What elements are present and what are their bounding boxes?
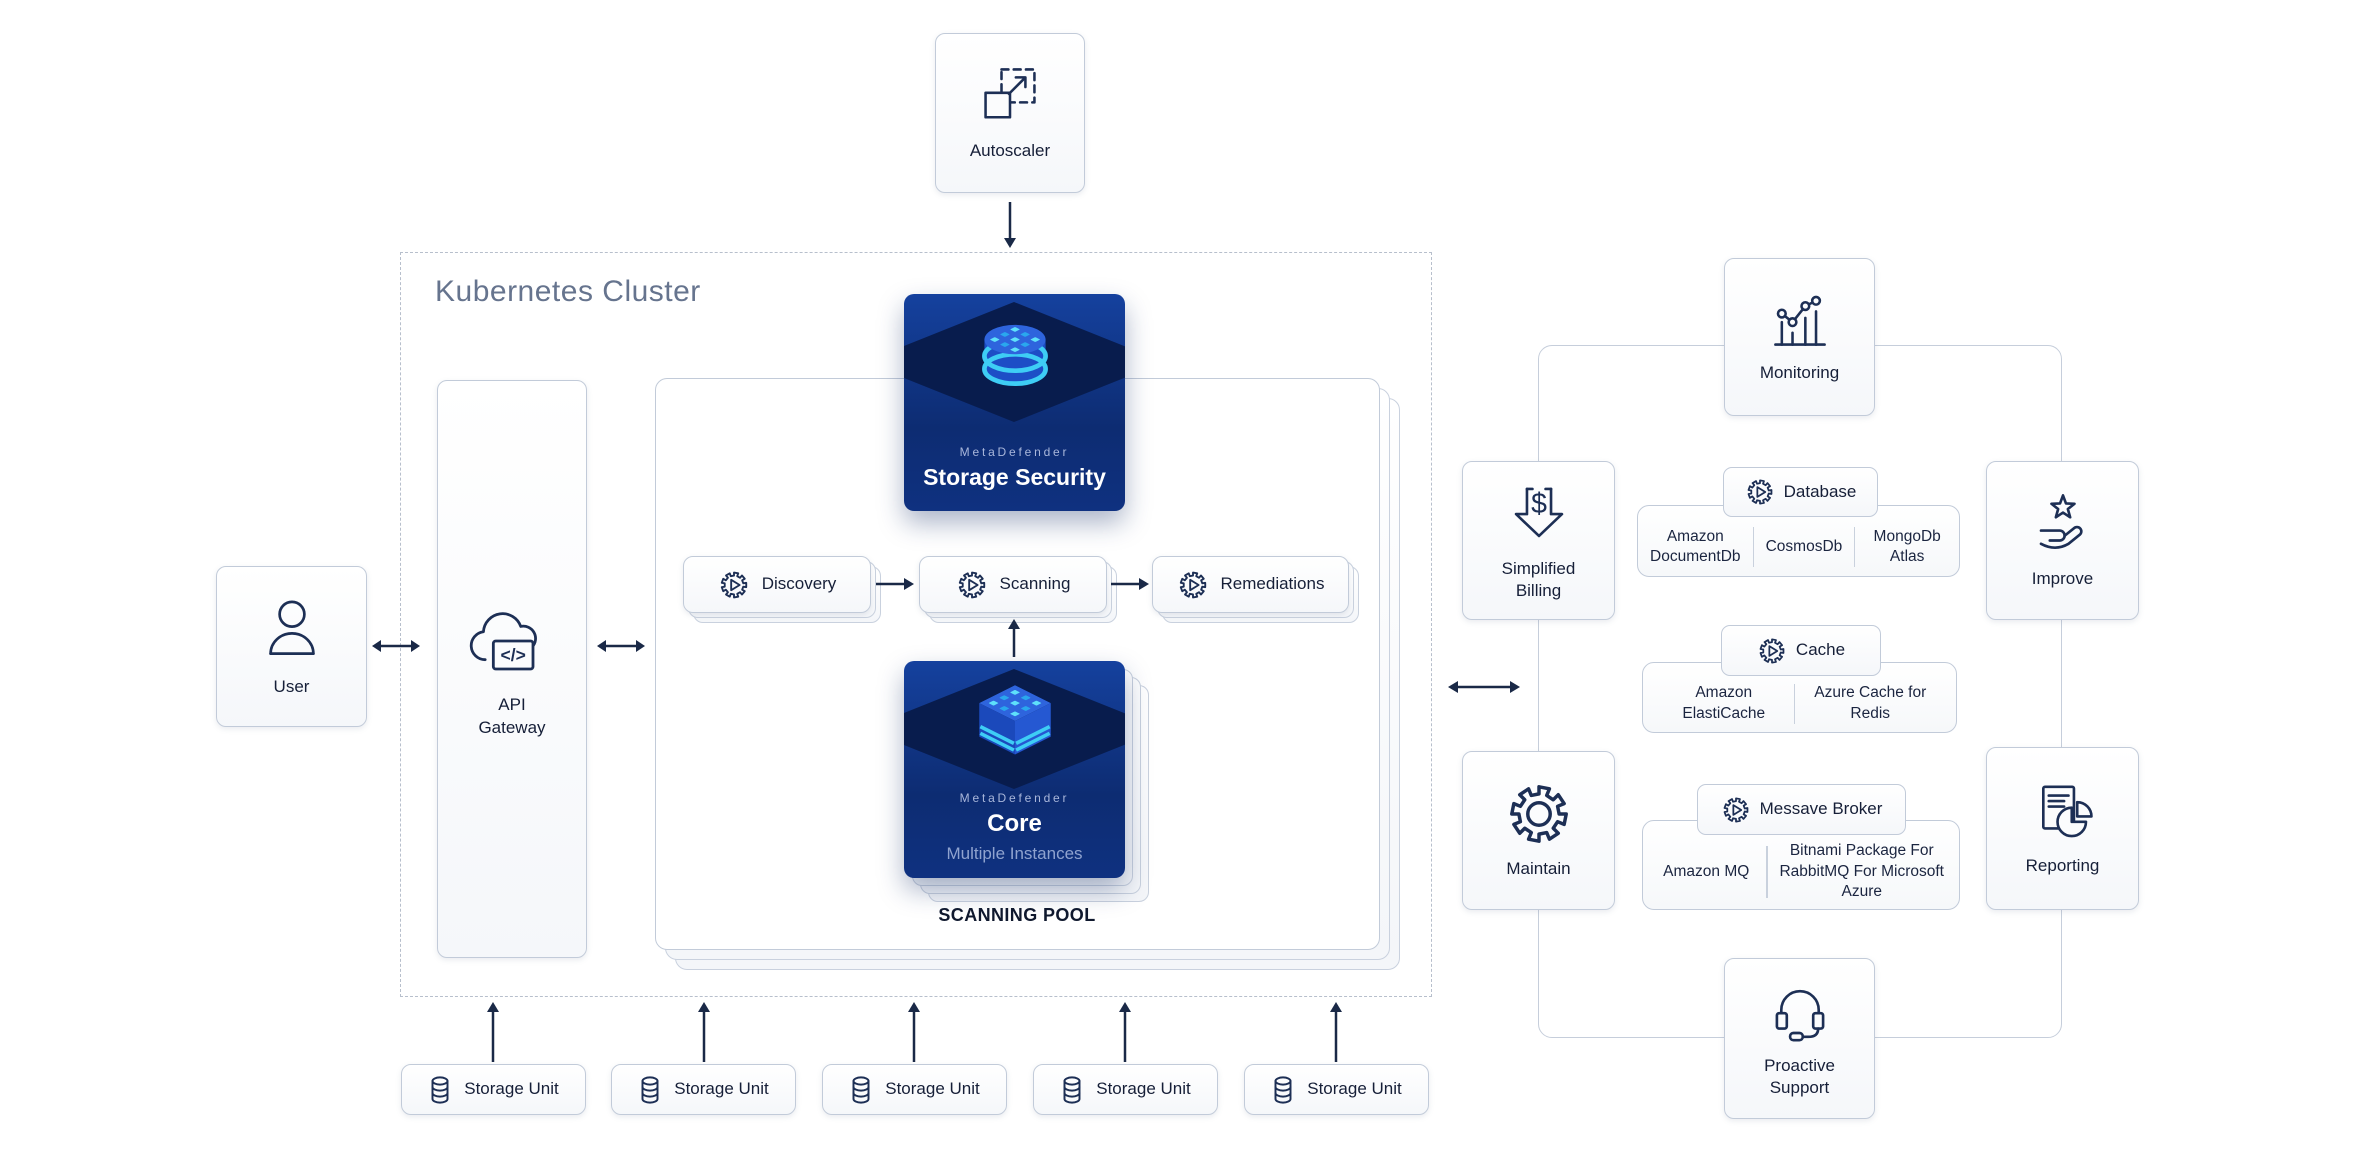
arrow-storage-5	[1330, 1002, 1342, 1062]
code-glyph: </>	[501, 645, 526, 665]
autoscaler-node: Autoscaler	[935, 33, 1085, 193]
database-icon	[641, 1075, 659, 1104]
gear-play-icon	[720, 571, 747, 598]
reporting-node: Reporting	[1986, 747, 2139, 910]
gear-play-icon	[1179, 571, 1206, 598]
arrow-storage-1	[487, 1002, 499, 1062]
option-amazon-mq: Amazon MQ	[1663, 862, 1750, 880]
user-icon	[268, 600, 315, 655]
core-node: MetaDefender Core Multiple Instances	[904, 661, 1125, 878]
arrow-storage-2	[698, 1002, 710, 1062]
database-icon	[852, 1075, 870, 1104]
autoscaler-label: Autoscaler	[969, 141, 1051, 161]
simplified-billing-node: $ Simplified Billing	[1462, 461, 1615, 620]
monitoring-node: Monitoring	[1724, 258, 1875, 416]
cube-stack-icon	[978, 685, 1051, 755]
core-brand: MetaDefender	[959, 791, 1070, 805]
api-gateway-node: </> API Gateway	[437, 380, 587, 958]
chart-monitoring-icon	[1773, 296, 1826, 347]
database-tab: Database	[1723, 467, 1878, 517]
storage-unit-label: Storage Unit	[674, 1079, 769, 1099]
storage-security-brand: MetaDefender	[959, 445, 1070, 459]
hand-star-icon	[2039, 494, 2083, 549]
gear-icon	[1509, 784, 1568, 843]
monitoring-label: Monitoring	[1759, 363, 1840, 383]
storage-security-product: Storage Security	[923, 464, 1106, 490]
storage-unit-node: Storage Unit	[1033, 1064, 1218, 1115]
option-azure-cache-redis: Azure Cache for Redis	[1814, 684, 1927, 722]
arrow-scanning-remediations	[1111, 578, 1149, 590]
option-cosmosdb: CosmosDb	[1765, 537, 1843, 555]
option-bitnami-rabbitmq: Bitnami Package For RabbitMQ For Microso…	[1779, 842, 1944, 901]
headset-icon	[1775, 989, 1824, 1042]
core-product: Core	[987, 810, 1042, 837]
option-amazon-documentdb: Amazon DocumentDb	[1650, 527, 1741, 565]
pipeline-scanning-label: Scanning	[999, 574, 1071, 594]
autoscaler-icon	[984, 68, 1036, 119]
gear-play-icon	[1747, 479, 1772, 505]
storage-unit-label: Storage Unit	[464, 1079, 559, 1099]
storage-unit-node: Storage Unit	[1244, 1064, 1429, 1115]
arrow-storage-3	[908, 1002, 920, 1062]
cube-top-tiles	[988, 690, 1041, 717]
arrow-gateway-pool	[597, 640, 645, 652]
database-icon	[1274, 1075, 1292, 1104]
storage-unit-label: Storage Unit	[1307, 1079, 1402, 1099]
option-mongodb-atlas: MongoDb Atlas	[1873, 527, 1941, 565]
report-pie-icon	[2041, 785, 2093, 838]
database-icon	[431, 1075, 449, 1104]
cache-tab: Cache	[1721, 625, 1881, 676]
database-options: Amazon DocumentDb CosmosDb MongoDb Atlas	[1637, 505, 1960, 577]
api-gateway-label: API Gateway	[478, 695, 546, 737]
pipeline-remediations-node: Remediations	[1152, 556, 1349, 613]
improve-label: Improve	[2031, 568, 2094, 588]
arrow-storage-4	[1119, 1002, 1131, 1062]
scanning-pool-label: SCANNING POOL	[938, 905, 1096, 925]
arrow-discovery-scanning	[876, 578, 914, 590]
message-broker-tab-label: Messave Broker	[1759, 799, 1883, 819]
storage-unit-node: Storage Unit	[611, 1064, 796, 1115]
cloud-code-icon: </>	[469, 612, 537, 671]
proactive-support-node: Proactive Support	[1724, 958, 1875, 1119]
billing-arrow-icon: $	[1514, 487, 1563, 538]
maintain-label: Maintain	[1506, 858, 1571, 878]
pipeline-discovery-node: Discovery	[683, 556, 871, 613]
arrow-user-gateway	[372, 640, 420, 652]
dollar-glyph: $	[1531, 488, 1547, 520]
option-amazon-elasticache: Amazon ElastiCache	[1682, 684, 1766, 722]
cluster-title: Kubernetes Cluster	[435, 275, 701, 308]
arrow-autoscaler-down	[1004, 202, 1016, 248]
maintain-node: Maintain	[1462, 751, 1615, 910]
simplified-billing-label: Simplified Billing	[1501, 558, 1576, 600]
pipeline-remediations-label: Remediations	[1220, 574, 1325, 594]
gear-play-icon	[958, 571, 985, 598]
cache-tab-label: Cache	[1795, 640, 1846, 660]
db-top-tiles	[989, 327, 1040, 352]
storage-unit-node: Storage Unit	[401, 1064, 586, 1115]
improve-node: Improve	[1986, 461, 2139, 620]
user-node: User	[216, 566, 367, 727]
arrow-core-scanning	[1008, 619, 1020, 657]
storage-unit-label: Storage Unit	[1096, 1079, 1191, 1099]
storage-security-node: MetaDefender Storage Security	[904, 294, 1125, 511]
arrow-cluster-services	[1448, 681, 1520, 693]
reporting-label: Reporting	[2025, 855, 2100, 875]
db-stack-icon	[981, 324, 1048, 386]
message-broker-tab: Messave Broker	[1697, 784, 1906, 835]
user-label: User	[273, 676, 310, 696]
storage-unit-node: Storage Unit	[822, 1064, 1007, 1115]
core-subtitle: Multiple Instances	[946, 844, 1083, 863]
proactive-support-label: Proactive Support	[1764, 1055, 1835, 1097]
database-tab-label: Database	[1783, 481, 1857, 501]
pipeline-scanning-node: Scanning	[919, 556, 1107, 613]
storage-unit-label: Storage Unit	[885, 1079, 980, 1099]
database-icon	[1063, 1075, 1081, 1104]
gear-play-icon	[1723, 796, 1748, 823]
pipeline-discovery-label: Discovery	[761, 574, 837, 594]
gear-play-icon	[1759, 637, 1785, 664]
